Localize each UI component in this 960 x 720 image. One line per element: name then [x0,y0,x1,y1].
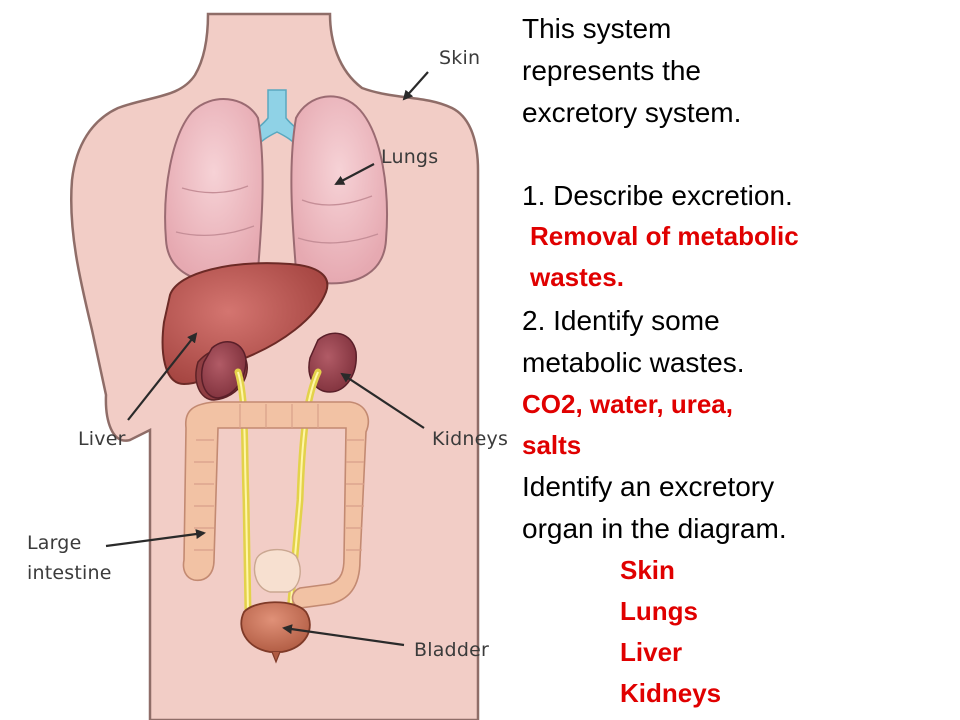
liver-label: Liver [78,428,126,450]
kidneys-pointer [340,372,425,429]
answer-2-line-1: CO2, water, urea, [522,389,733,419]
intro-line-3: excretory system. [522,97,742,128]
intro-line-1: This system [522,13,672,44]
large-intestine [182,401,370,609]
large-intestine-label-line2: intestine [27,562,112,584]
answer-lungs: Lungs [620,596,698,626]
answer-skin: Skin [620,555,675,585]
intestine-pointer [105,529,206,548]
liver [161,262,329,386]
lungs-label: Lungs [381,146,439,168]
answer-2-line-2: salts [522,430,582,460]
answer-1-line-2: wastes. [530,262,624,292]
left-lung [164,98,264,284]
skin-pointer [402,71,429,101]
question-2-line-1: 2. Identify some [522,305,720,336]
intro-line-2: represents the [522,55,701,86]
answer-3-list: Skin Lungs Liver Kidneys [620,550,721,714]
bladder-pointer [282,624,405,647]
question-2: 2. Identify some metabolic wastes. [522,300,745,384]
answer-kidneys: Kidneys [620,678,722,708]
skin-label: Skin [439,47,481,69]
large-intestine-label: Large intestine [27,528,112,588]
intestine-haustra [194,404,364,551]
answer-1-line-1: Removal of metabolic [530,221,799,251]
answer-liver: Liver [620,637,683,667]
rectum [253,549,301,593]
question-3-line-1: Identify an excretory [522,471,775,502]
question-3-line-2: organ in the diagram. [522,513,787,544]
left-kidney [200,341,247,399]
question-3: Identify an excretory organ in the diagr… [522,466,787,550]
liver-pointer [127,332,198,421]
large-intestine-label-line1: Large [27,532,82,554]
question-1: 1. Describe excretion. [522,180,793,211]
intro-text: This system represents the excretory sys… [522,8,741,134]
bladder-label: Bladder [414,639,489,661]
bladder [240,601,311,653]
excretory-system-diagram [69,12,480,720]
right-lung [290,95,388,285]
answer-2: CO2, water, urea, salts [522,384,733,466]
lungs-pointer [334,163,375,185]
question-2-line-2: metabolic wastes. [522,347,745,378]
answer-1: Removal of metabolic wastes. [530,216,799,298]
kidneys-label: Kidneys [432,428,509,450]
